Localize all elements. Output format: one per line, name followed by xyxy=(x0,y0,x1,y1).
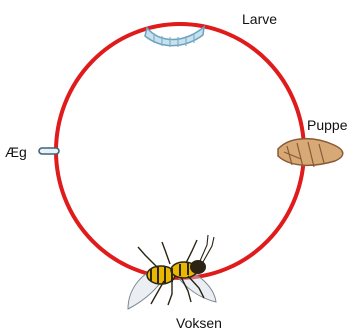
label-larve: Larve xyxy=(242,11,277,27)
larva-illustration xyxy=(145,27,204,47)
egg-illustration xyxy=(39,148,59,154)
cycle-ring xyxy=(56,24,304,278)
label-puppe: Puppe xyxy=(307,117,347,133)
label-aeg: Æg xyxy=(5,144,27,160)
label-voksen: Voksen xyxy=(176,315,222,331)
pupa-illustration xyxy=(278,139,343,167)
